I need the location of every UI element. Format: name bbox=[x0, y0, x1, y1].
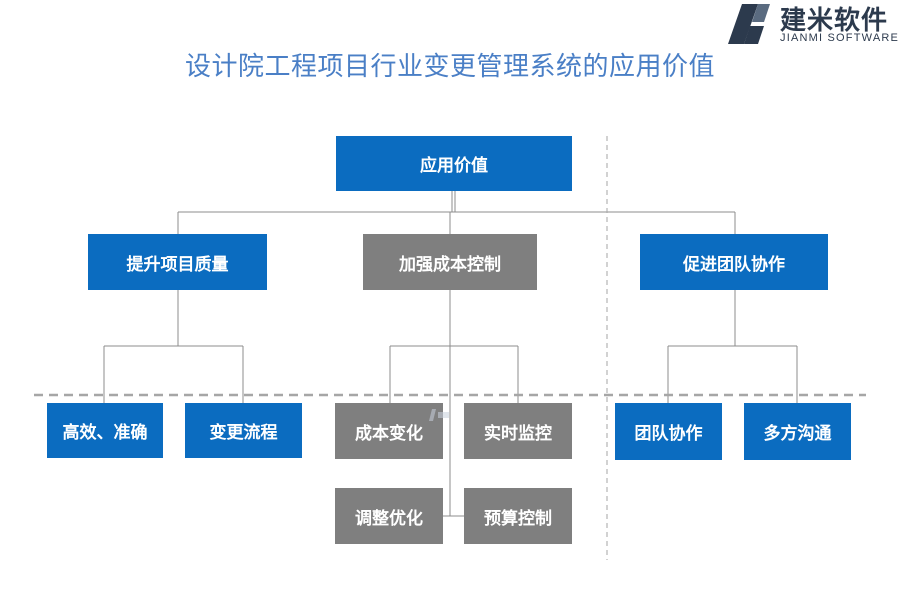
root-node: 应用价值 bbox=[336, 136, 572, 191]
brand-mark-icon bbox=[728, 4, 770, 44]
leaf-node-realtime-monitor: 实时监控 bbox=[464, 403, 572, 459]
leaf-node-cost-change: 成本变化 bbox=[335, 403, 443, 459]
brand-subtitle: JIANMI SOFTWARE bbox=[780, 32, 900, 44]
branch-node-teamwork: 促进团队协作 bbox=[640, 234, 828, 290]
branch-node-quality: 提升项目质量 bbox=[88, 234, 267, 290]
leaf-node-efficient-accurate: 高效、准确 bbox=[47, 403, 163, 458]
brand-name: 建米软件 bbox=[780, 6, 889, 36]
page-title: 设计院工程项目行业变更管理系统的应用价值 bbox=[184, 52, 715, 82]
watermark-icon bbox=[429, 409, 449, 421]
leaf-node-team-collaboration: 团队协作 bbox=[615, 403, 722, 460]
leaf-node-change-process: 变更流程 bbox=[185, 403, 302, 458]
branch-node-cost: 加强成本控制 bbox=[363, 234, 537, 290]
leaf-node-adjust-optimize: 调整优化 bbox=[335, 488, 443, 544]
leaf-node-multi-communication: 多方沟通 bbox=[744, 403, 851, 460]
brand-logo: 建米软件 JIANMI SOFTWARE bbox=[724, 0, 900, 48]
leaf-node-budget-control: 预算控制 bbox=[464, 488, 572, 544]
